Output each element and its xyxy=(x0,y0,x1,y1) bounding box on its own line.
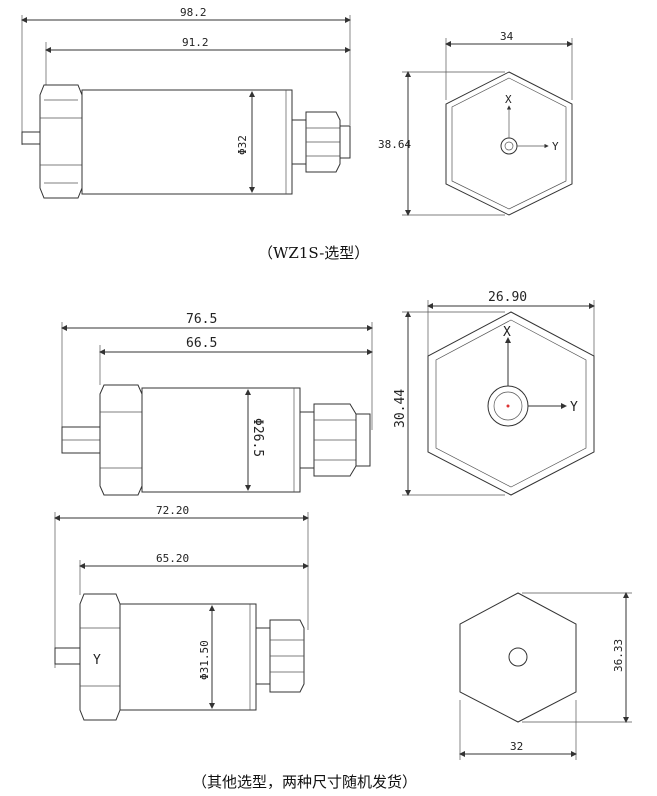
drawing2-height-label: 30.44 xyxy=(393,389,408,428)
drawing1-height-label: 38.64 xyxy=(378,138,411,151)
drawing3-diameter-label: Φ31.50 xyxy=(198,640,211,680)
drawing1-x-axis-label: X xyxy=(505,93,512,106)
drawing1-caption: （WZ1S-选型） xyxy=(258,244,369,262)
drawing2-y-axis-label: Y xyxy=(570,400,578,415)
drawing1-overall-length-label: 98.2 xyxy=(180,6,207,19)
drawing2-overall-length-label: 76.5 xyxy=(186,312,217,327)
drawing2-diameter-label: Φ26.5 xyxy=(250,418,265,457)
drawing1-body-length-label: 91.2 xyxy=(182,36,209,49)
drawing1-y-axis-label: Y xyxy=(552,140,559,153)
drawing3-overall-length-label: 72.20 xyxy=(156,504,189,517)
drawing2-width-label: 26.90 xyxy=(488,290,527,305)
drawing3-body-length-label: 65.20 xyxy=(156,552,189,565)
drawing3-width-label: 32 xyxy=(510,740,523,753)
drawing3-height-label: 36.33 xyxy=(612,639,625,672)
drawing1-diameter-label: Φ32 xyxy=(236,135,249,155)
drawing3-end-view: 36.33 32 xyxy=(459,592,632,760)
drawing2-x-axis-label: X xyxy=(503,325,511,340)
drawing2-side-view: 76.5 66.5 Φ26.5 xyxy=(61,312,373,496)
drawing3-hex-mark: Y xyxy=(93,653,101,668)
drawing1-side-view: 98.2 91.2 Φ32 xyxy=(21,6,351,199)
drawing3-side-view: 72.20 65.20 Y Φ31.50 xyxy=(54,504,309,721)
drawing1-width-label: 34 xyxy=(500,30,514,43)
drawing1-end-view: 34 38.64 X Y xyxy=(378,30,573,216)
drawing2-body-length-label: 66.5 xyxy=(186,336,217,351)
drawing2-center-mark xyxy=(506,404,510,408)
drawing3-caption: （其他选型，两种尺寸随机发货） xyxy=(192,773,417,791)
drawing2-end-view: 26.90 30.44 X Y xyxy=(393,290,595,496)
